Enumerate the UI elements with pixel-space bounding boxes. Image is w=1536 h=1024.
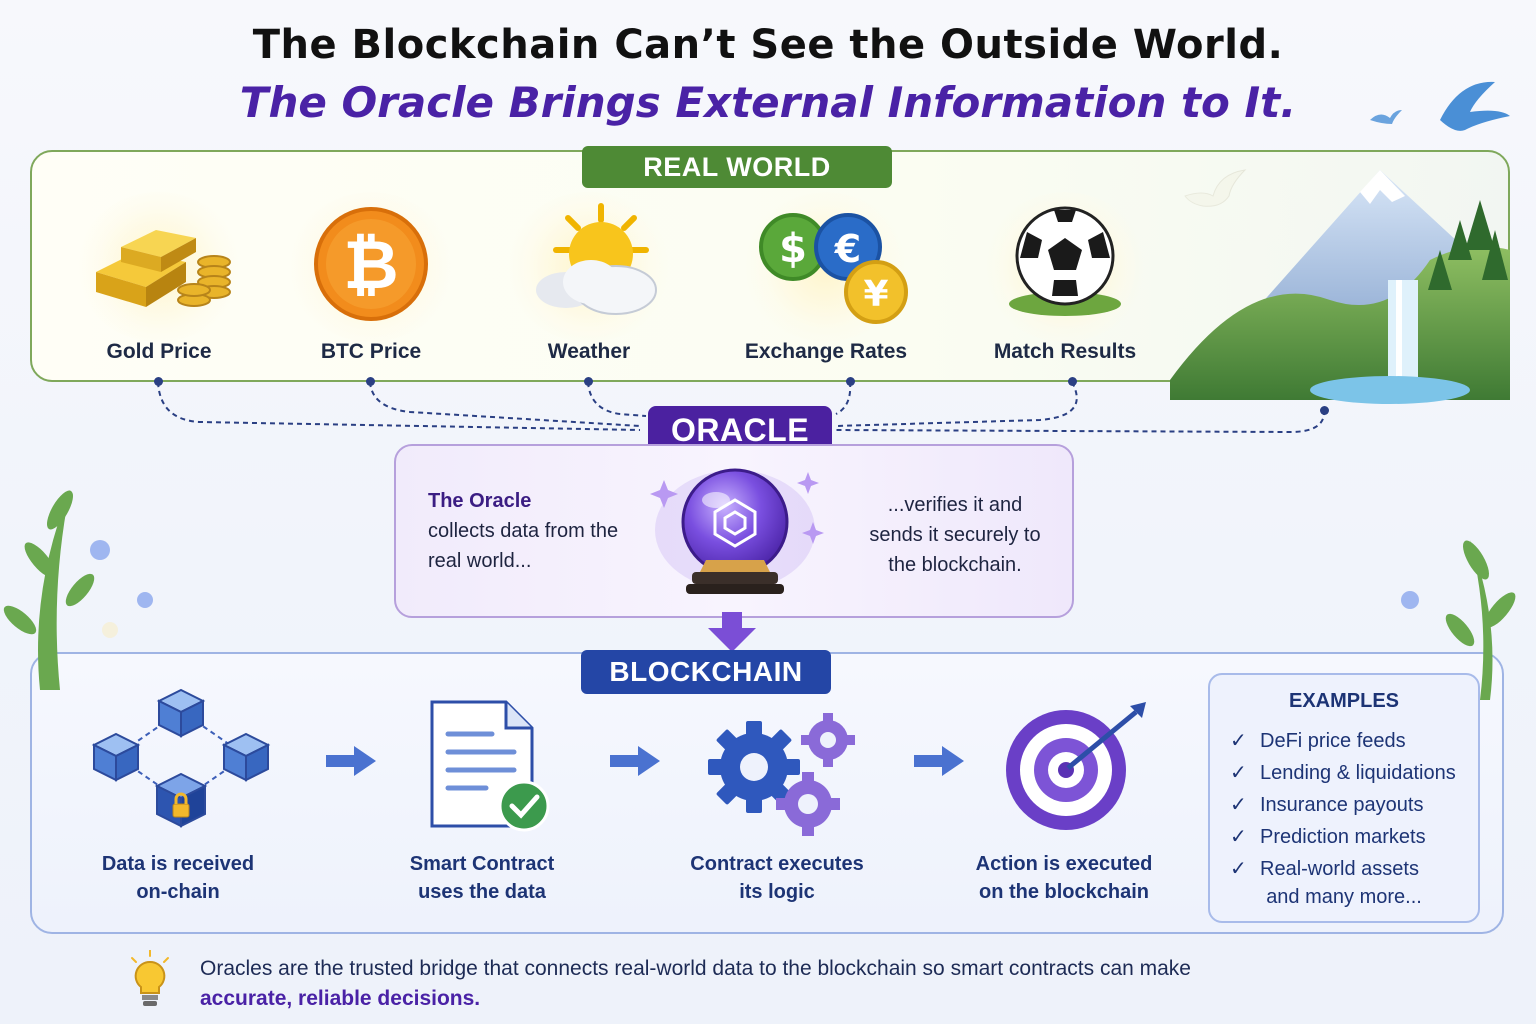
rw-label: BTC Price (320, 340, 422, 363)
real-world-header: REAL WORLD (582, 146, 892, 188)
svg-text:€: € (834, 227, 861, 271)
footer-body: Oracles are the trusted bridge that conn… (200, 957, 1191, 980)
rw-label: Exchange Rates (744, 340, 908, 363)
example-item: ✓ Real-world assets (1230, 856, 1480, 888)
example-label: DeFi price feeds (1260, 730, 1406, 752)
example-item: ✓ DeFi price feeds (1230, 728, 1480, 760)
checkmark-icon: ✓ (1230, 794, 1247, 816)
step-label-line1: Data is received (101, 853, 255, 875)
rw-item-exchange-rates: $ € ¥ Exchange Rates (731, 192, 921, 364)
svg-text:₿: ₿ (343, 226, 398, 305)
footer-text: Oracles are the trusted bridge that conn… (200, 954, 1420, 1014)
connector-dot (154, 377, 163, 386)
right-arrow-icon (914, 746, 964, 776)
right-arrow-icon (610, 746, 660, 776)
rw-item-btc-price: ₿ BTC Price (276, 192, 466, 364)
title-line-1: The Blockchain Can’t See the Outside Wor… (252, 22, 1284, 68)
checkmark-icon: ✓ (1230, 730, 1247, 752)
oracle-left-text: The Oracle collects data from the real w… (428, 486, 628, 576)
step-label-line1: Smart Contract (409, 853, 555, 875)
connector-dot (1068, 377, 1077, 386)
example-item: ✓ Lending & liquidations (1230, 760, 1480, 792)
rw-label: Weather (547, 340, 631, 363)
example-label: Real-world assets (1260, 858, 1419, 880)
foliage-right-illustration (1401, 540, 1516, 700)
oracle-left-body: collects data from the real world... (428, 520, 619, 572)
checkmark-icon: ✓ (1230, 826, 1247, 848)
foliage-left-illustration (3, 490, 153, 690)
example-item: ✓ Insurance payouts (1230, 792, 1480, 824)
step-smart-contract: Smart Contract uses the data (372, 850, 592, 906)
rw-label: Match Results (993, 340, 1137, 363)
step-label-line2: on-chain (136, 881, 220, 903)
example-label: Insurance payouts (1260, 794, 1424, 816)
down-arrow-icon (708, 612, 756, 652)
footer-emphasis: accurate, reliable decisions. (200, 987, 481, 1010)
examples-list: ✓ DeFi price feeds ✓ Lending & liquidation… (1230, 728, 1480, 888)
example-label: Prediction markets (1260, 826, 1426, 848)
rw-item-match-results: Match Results (970, 192, 1160, 364)
step-label-line2: uses the data (418, 881, 546, 903)
oracle-right-text: ...verifies it and sends it securely to … (869, 494, 1041, 576)
examples-title: EXAMPLES (1288, 690, 1400, 712)
blockchain-header: BLOCKCHAIN (581, 650, 831, 694)
svg-text:¥: ¥ (863, 274, 888, 315)
svg-text:$: $ (779, 226, 807, 272)
step-action-executed: Action is executed on the blockchain (954, 850, 1174, 906)
right-arrow-icon (326, 746, 376, 776)
connector-lines (157, 381, 1326, 434)
soccer-ball-icon (1009, 206, 1121, 316)
examples-more: and many more... (1266, 886, 1422, 908)
lightbulb-icon (131, 950, 169, 1006)
title-line-2: The Oracle Brings External Information t… (239, 78, 1297, 127)
example-item: ✓ Prediction markets (1230, 824, 1480, 856)
checkmark-icon: ✓ (1230, 762, 1247, 784)
target-icon (1006, 702, 1146, 830)
gears-icon (708, 713, 855, 836)
bitcoin-icon: ₿ (314, 207, 428, 321)
gold-bars-icon (96, 230, 231, 307)
connector-dot (584, 377, 593, 386)
step-data-received: Data is received on-chain (68, 850, 288, 906)
examples-box (1208, 673, 1480, 923)
oracle-left-highlight: The Oracle (428, 490, 532, 512)
landscape-illustration (1170, 170, 1510, 404)
step-label-line1: Action is executed (975, 853, 1153, 875)
step-label-line2: on the blockchain (978, 881, 1150, 903)
crystal-ball-icon (650, 468, 824, 594)
example-label: Lending & liquidations (1260, 762, 1456, 784)
birds-illustration (1370, 81, 1510, 131)
step-label-line1: Contract executes (690, 853, 864, 875)
document-check-icon (430, 700, 550, 832)
sun-cloud-icon (536, 203, 657, 315)
checkmark-icon: ✓ (1230, 858, 1247, 880)
blocks-network-icon (91, 688, 271, 828)
step-contract-executes: Contract executes its logic (667, 850, 887, 906)
connector-dot (366, 377, 375, 386)
rw-item-weather: Weather (494, 192, 684, 364)
currency-coins-icon: $ € ¥ (759, 213, 908, 324)
rw-item-gold-price: Gold Price (64, 192, 254, 364)
connector-dot (846, 377, 855, 386)
rw-label: Gold Price (106, 340, 212, 363)
step-label-line2: its logic (739, 881, 815, 903)
